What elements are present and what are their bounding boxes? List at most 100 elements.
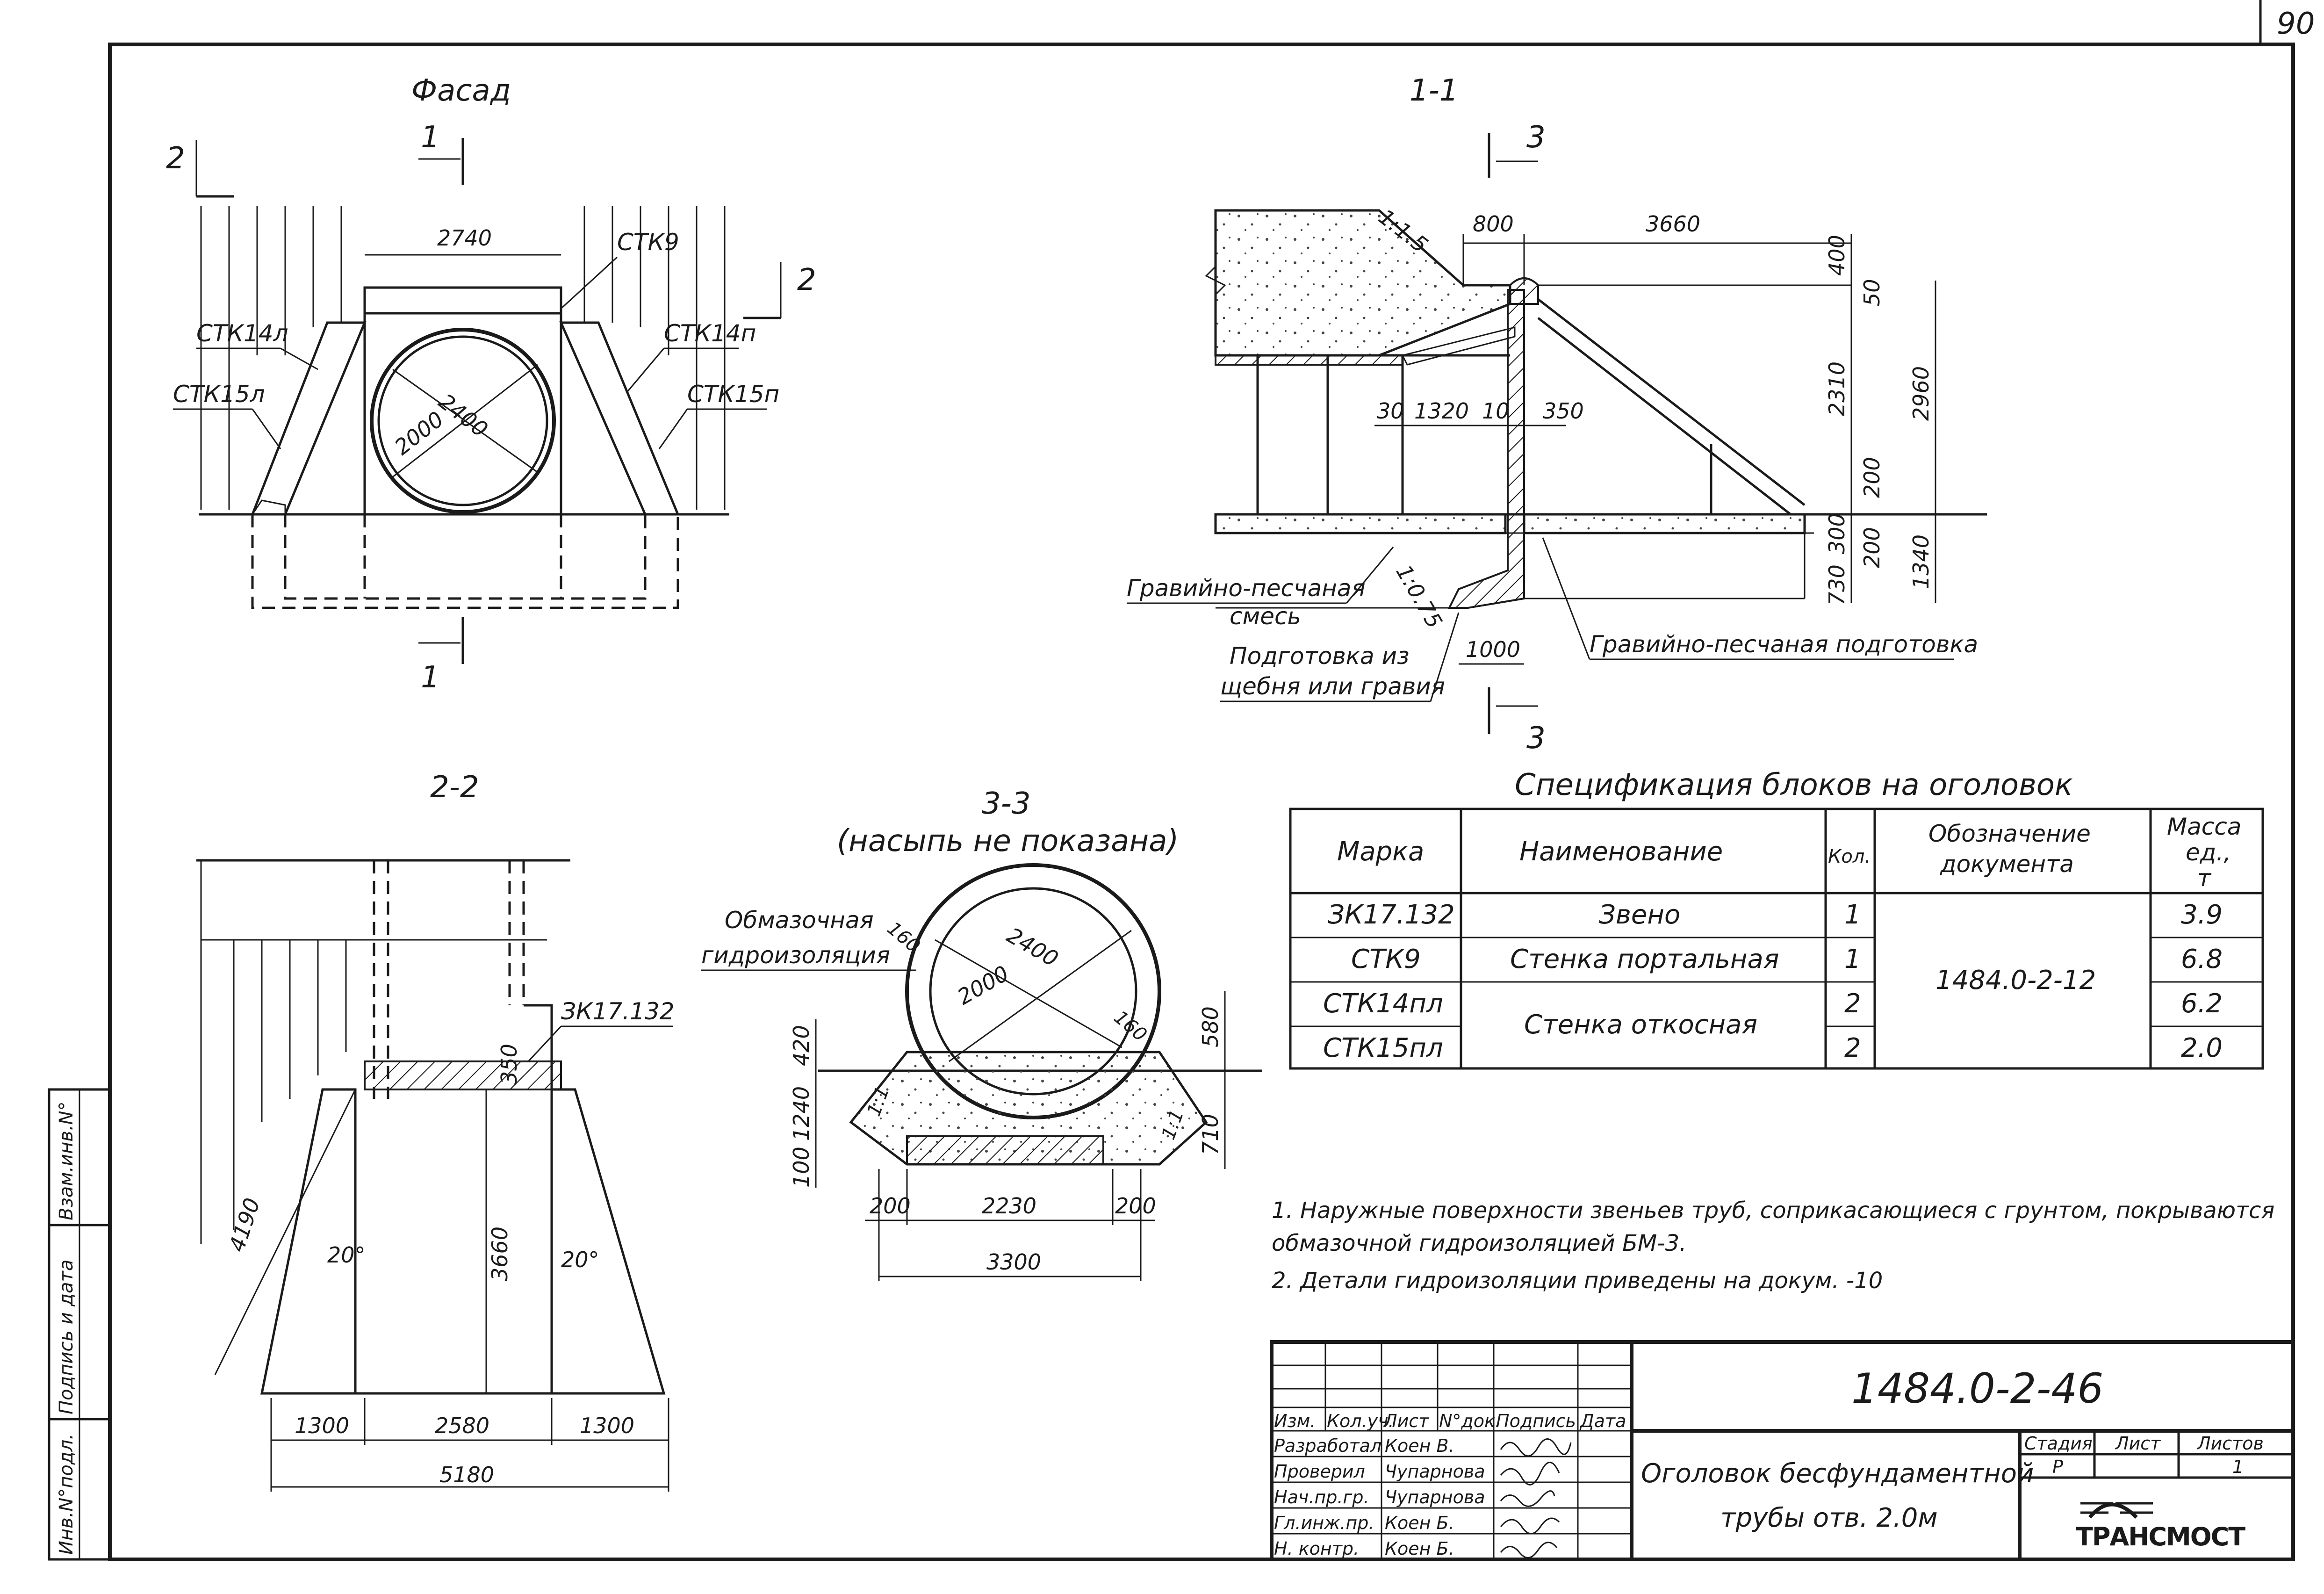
transmost-logo: ТРАНСМОСТ	[2076, 1502, 2246, 1551]
section-3-3-title: 3-3	[982, 786, 1031, 821]
label-prep-1: Подготовка из	[1230, 642, 1410, 670]
dim-730: 730	[1824, 564, 1849, 606]
stamp-role: Проверил	[1274, 1461, 1365, 1482]
logo-text: ТРАНСМОСТ	[2076, 1522, 2245, 1551]
dim-3300: 3300	[986, 1249, 1041, 1275]
sheet-code: 1484.0-2-46	[1851, 1364, 2103, 1413]
hdr-mass-3: т	[2197, 865, 2212, 892]
col-list: Лист	[1383, 1411, 1430, 1431]
dim-200-3-3-right: 200	[1115, 1193, 1156, 1219]
stamp-name: Чупарнова	[1385, 1487, 1485, 1507]
stamp-role: Гл.инж.пр.	[1274, 1513, 1374, 1533]
facade-title: Фасад	[411, 73, 511, 108]
dim-400: 400	[1824, 235, 1849, 276]
dim-2310: 2310	[1824, 361, 1849, 416]
dim-710: 710	[1198, 1114, 1223, 1155]
row-qty: 2	[1844, 1033, 1861, 1063]
stamp-role: Нач.пр.гр.	[1274, 1487, 1369, 1507]
dim-420: 420	[789, 1025, 814, 1066]
title-block: Изм. Кол.уч. Лист N°док. Подпись Дата Ра…	[1270, 1340, 2295, 1561]
stamp-sign-date: Подпись и дата	[56, 1260, 77, 1414]
row-mark: СТК9	[1351, 944, 1421, 974]
dim-580: 580	[1198, 1006, 1223, 1047]
col-izm: Изм.	[1274, 1411, 1316, 1431]
row-doc: 1484.0-2-12	[1935, 965, 2096, 995]
hdr-mass-2: ед.,	[2186, 839, 2231, 866]
col-podp: Подпись	[1496, 1411, 1576, 1431]
angle-left: 20°	[327, 1242, 366, 1268]
hdr-stage: Стадия	[2024, 1433, 2093, 1454]
label-waterproof-2: гидроизоляция	[701, 942, 890, 969]
label-waterproof-1: Обмазочная	[725, 907, 874, 934]
sheet-frame: 90	[108, 0, 2315, 1561]
col-kol: Кол.уч.	[1327, 1411, 1394, 1431]
label-stk15l: СТК15л	[173, 381, 265, 408]
dim-2400-3-3: 2400	[1003, 923, 1063, 972]
dim-200-upper: 200	[1859, 457, 1885, 498]
hdr-doc-2: документа	[1940, 851, 2074, 878]
dim-1000: 1000	[1466, 637, 1520, 662]
notes: 1. Наружные поверхности звеньев труб, со…	[1272, 1197, 2274, 1294]
row-name: Стенка портальная	[1510, 944, 1779, 974]
note-2: 2. Детали гидроизоляции приведены на док…	[1272, 1268, 1883, 1294]
label-stk14l: СТК14л	[196, 320, 288, 347]
stamp-role: Н. контр.	[1274, 1538, 1359, 1559]
label-gravel-mix-1: Гравийно-песчаная	[1127, 575, 1366, 602]
dim-2960: 2960	[1908, 366, 1934, 421]
hdr-name: Наименование	[1519, 837, 1723, 867]
dim-1240: 1240	[789, 1086, 814, 1141]
section-1-1-title: 1-1	[1410, 73, 1459, 108]
section-mark-2-left: 2	[166, 141, 185, 176]
stamp-inv: Инв.N°подл.	[56, 1434, 77, 1555]
row-mass: 3.9	[2181, 900, 2223, 930]
row-mark: СТК14пл	[1323, 988, 1443, 1019]
dim-4190: 4190	[224, 1195, 265, 1255]
row-mass: 2.0	[2181, 1033, 2223, 1063]
dim-1300-right: 1300	[580, 1413, 634, 1438]
hdr-mass-1: Масса	[2167, 813, 2241, 840]
spec-table: Спецификация блоков на оголовок Марка На…	[1289, 768, 2264, 1070]
stamp-name: Чупарнова	[1385, 1461, 1485, 1482]
dim-100: 100	[789, 1147, 814, 1188]
page-number: 90	[2277, 7, 2315, 41]
hdr-qty: Кол.	[1828, 846, 1871, 867]
hdr-list: Лист	[2115, 1433, 2161, 1454]
sheet-title-line-1: Оголовок бесфундаментной	[1641, 1458, 2034, 1489]
dim-160-right: 160	[1110, 1006, 1151, 1046]
facade-dim-2000: 2000	[390, 406, 449, 460]
row-mark: ЗК17.132	[1328, 900, 1455, 930]
label-stk15p: СТК15п	[687, 381, 779, 408]
section-mark-1-top: 1	[421, 120, 440, 155]
dim-3660-2-2: 3660	[487, 1226, 512, 1281]
section-2-2-view: 2-2 4190 350 3660 20° 20° ЗК17.132	[196, 770, 675, 1492]
dim-200-3-3-left: 200	[870, 1193, 911, 1219]
hdr-sheets: Листов	[2196, 1433, 2264, 1454]
stamp-name: Коен Б.	[1385, 1538, 1454, 1559]
section-3-3-view: 3-3 (насыпь не показана) Обмазочная гидр…	[701, 786, 1262, 1281]
label-gravel-mix-2: смесь	[1230, 603, 1301, 630]
row-mark: СТК15пл	[1323, 1033, 1443, 1063]
dim-3660-top: 3660	[1646, 211, 1700, 237]
side-stamp: Взам.инв.N° Подпись и дата Инв.N°подл.	[48, 1088, 111, 1561]
row-name: Звено	[1599, 900, 1680, 930]
dim-5180: 5180	[439, 1462, 494, 1487]
angle-right: 20°	[561, 1247, 599, 1272]
stamp-name: Коен В.	[1385, 1435, 1454, 1456]
label-stk14p: СТК14п	[664, 320, 756, 347]
sheets-value: 1	[2232, 1457, 2244, 1477]
dim-30: 30	[1377, 398, 1404, 424]
label-prep-2: щебня или гравия	[1220, 673, 1445, 700]
section-mark-1-bottom: 1	[421, 660, 440, 695]
section-mark-3-top: 3	[1526, 120, 1546, 155]
section-1-1-view: 1-1 3 3 1:1.5	[1127, 73, 1987, 756]
section-2-2-title: 2-2	[430, 770, 479, 805]
row-qty: 2	[1844, 988, 1861, 1019]
row-name: Стенка откосная	[1524, 1010, 1757, 1040]
section-mark-3-bottom: 3	[1526, 721, 1546, 756]
dim-350-2-2: 350	[496, 1044, 522, 1085]
dim-350: 350	[1543, 398, 1584, 424]
sheet-title-line-2: трубы отв. 2.0м	[1720, 1503, 1938, 1533]
section-mark-2-right: 2	[797, 263, 816, 297]
label-gravel-prep: Гравийно-песчаная подготовка	[1590, 631, 1978, 658]
